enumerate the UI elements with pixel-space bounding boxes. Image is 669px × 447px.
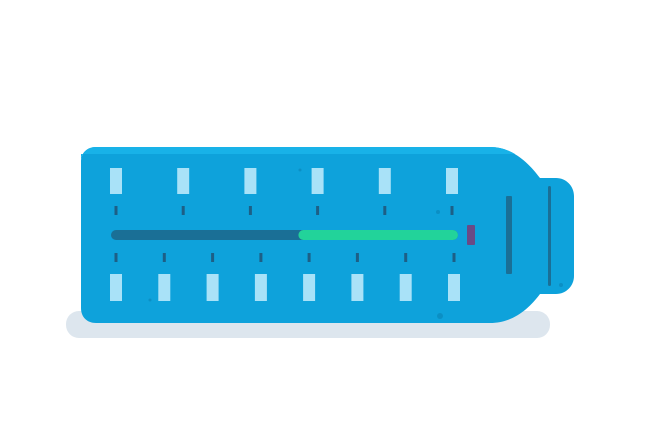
scale-tick xyxy=(311,168,324,194)
minor-tick xyxy=(383,206,387,215)
texture-speck xyxy=(437,313,443,319)
scale-tick xyxy=(110,274,122,301)
top-small-tick-row xyxy=(114,206,454,215)
scale-tick xyxy=(446,168,458,194)
minor-tick xyxy=(114,206,118,215)
bottom-tick-row xyxy=(110,274,460,301)
scale-tick xyxy=(378,168,391,194)
texture-speck xyxy=(298,168,302,172)
minor-tick xyxy=(355,253,359,262)
scale-tick xyxy=(177,168,190,194)
scale-tick xyxy=(448,274,460,301)
minor-tick xyxy=(181,206,185,215)
neck-detail-bar xyxy=(506,196,512,274)
scale-tick xyxy=(110,168,122,194)
scale-tick xyxy=(351,274,364,301)
minor-tick xyxy=(450,206,454,215)
minor-tick xyxy=(259,253,263,262)
gauge-fill xyxy=(298,230,458,240)
minor-tick xyxy=(248,206,252,215)
texture-speck xyxy=(436,210,440,214)
bottle-top-highlight xyxy=(81,147,515,162)
minor-tick xyxy=(162,253,166,262)
minor-tick xyxy=(114,253,118,262)
scale-tick xyxy=(158,274,171,301)
scale-tick xyxy=(254,274,267,301)
minor-tick xyxy=(452,253,456,262)
neck-rim-line xyxy=(548,186,551,286)
scale-tick xyxy=(244,168,257,194)
texture-speck xyxy=(559,283,563,287)
minor-tick xyxy=(307,253,311,262)
top-tick-row xyxy=(110,168,458,194)
scale-tick xyxy=(206,274,219,301)
texture-speck xyxy=(148,298,152,302)
gauge-end-marker xyxy=(467,225,475,245)
minor-tick xyxy=(211,253,215,262)
bottom-small-tick-row xyxy=(114,253,456,262)
scale-tick xyxy=(303,274,316,301)
minor-tick xyxy=(404,253,408,262)
minor-tick xyxy=(316,206,320,215)
scale-tick xyxy=(399,274,412,301)
